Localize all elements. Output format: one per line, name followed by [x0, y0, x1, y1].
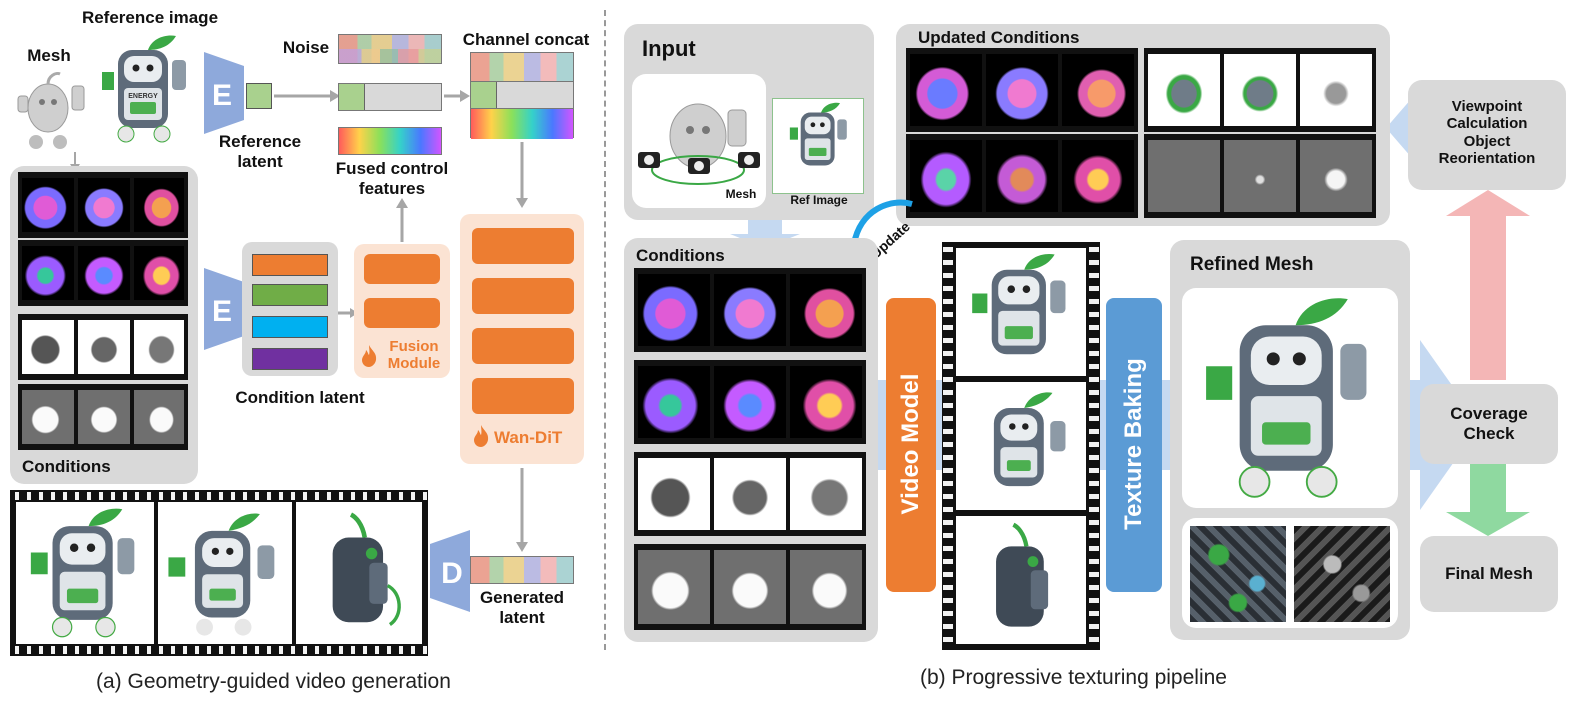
conditions-normal-strip — [18, 172, 188, 238]
refined-mesh-render — [1182, 288, 1398, 508]
condition-bar-green — [252, 284, 328, 306]
wan-dit-layer-4 — [472, 378, 574, 414]
reference-image-label: Reference image — [81, 8, 219, 27]
input-ref-image-label: Ref Image — [790, 193, 848, 207]
caption-left: (a) Geometry-guided video generation — [96, 670, 451, 693]
conditions-mask-strip — [18, 384, 188, 450]
right-conditions-shaded-strip — [634, 452, 866, 536]
channel-concat-label: Channel concat — [462, 30, 590, 49]
right-conditions-position-strip — [634, 360, 866, 444]
noise-block — [338, 34, 442, 64]
arrow-concat-down — [516, 142, 528, 208]
reference-latent-block — [246, 83, 272, 109]
viewpoint-label: Viewpoint Calculation Object Reorientati… — [1438, 98, 1536, 167]
conditions-shaded-strip — [18, 314, 188, 380]
decoder-letter: D — [441, 557, 463, 590]
latent-row — [338, 83, 442, 111]
video-model-label: Video Model — [897, 373, 924, 515]
updated-conditions-strip-2 — [906, 134, 1138, 218]
right-conditions-normal-strip — [634, 268, 866, 352]
mesh-thumbnail — [17, 72, 85, 149]
noise-label: Noise — [282, 38, 330, 57]
generated-video-strip — [10, 490, 428, 656]
fused-features-block — [338, 127, 442, 155]
texture-baking-block — [1106, 298, 1162, 592]
caption-right: (b) Progressive texturing pipeline — [920, 666, 1227, 689]
input-ref-image — [772, 98, 864, 194]
wan-dit-layer-2 — [472, 278, 574, 314]
generated-frames-strip — [942, 242, 1100, 650]
conditions-position-strip — [18, 240, 188, 306]
fusion-layer-1 — [364, 254, 440, 284]
arrow-coverage-to-final — [1446, 464, 1530, 536]
encoder-top-letter: E — [212, 79, 232, 112]
input-mesh-card — [632, 74, 766, 208]
fused-features-label: Fused control features — [335, 159, 449, 198]
condition-latent-label: Condition latent — [235, 388, 365, 407]
channel-concat-block — [470, 52, 574, 139]
final-mesh-box — [1420, 536, 1558, 612]
input-label: Input — [642, 36, 696, 61]
texture-baking-label: Texture Baking — [1120, 358, 1147, 530]
decoder: D — [430, 530, 470, 612]
metallic-texture-map — [1294, 526, 1390, 622]
arrow-dit-down — [516, 468, 528, 552]
mesh-label: Mesh — [27, 46, 71, 65]
final-mesh-label: Final Mesh — [1445, 564, 1533, 583]
conditions-right-label: Conditions — [636, 246, 725, 265]
updated-conditions-strip-4 — [1144, 134, 1376, 218]
fire-icon — [474, 425, 489, 447]
fusion-layer-2 — [364, 298, 440, 328]
reference-image: ENERGY — [90, 30, 200, 148]
coverage-check-box — [1420, 384, 1558, 464]
condition-bar-purple — [252, 348, 328, 370]
generated-latent-label: Generated latent — [479, 588, 565, 627]
video-model-block — [886, 298, 936, 592]
right-conditions-mask-strip — [634, 544, 866, 630]
viewpoint-box — [1408, 80, 1566, 190]
arrow-fusion-up — [396, 198, 408, 242]
generated-latent-block — [470, 556, 574, 584]
encoder-bottom: E — [204, 268, 244, 350]
arrow-coverage-to-viewpoint — [1446, 190, 1530, 380]
reference-latent-label: Reference latent — [218, 132, 302, 171]
input-mesh-label: Mesh — [725, 187, 757, 201]
updated-conditions-strip-3 — [1144, 48, 1376, 132]
albedo-texture-map — [1190, 526, 1286, 622]
updated-conditions-label: Updated Conditions — [918, 28, 1080, 47]
condition-bar-orange — [252, 254, 328, 276]
encoder-bottom-letter: E — [212, 295, 232, 328]
section-divider — [604, 10, 606, 650]
wan-dit-layer-1 — [472, 228, 574, 264]
refined-mesh-label: Refined Mesh — [1190, 254, 1314, 275]
fusion-module-label: Fusion Module — [387, 338, 441, 373]
condition-bar-cyan — [252, 316, 328, 338]
svg-text:ENERGY: ENERGY — [128, 93, 158, 100]
arrow-ref-to-latent — [274, 90, 340, 102]
encoder-top: E — [204, 52, 244, 134]
arrow-latent-to-concat — [444, 90, 470, 102]
arrow-viewpoint-to-updated — [1386, 98, 1412, 158]
updated-conditions-strip-1 — [906, 48, 1138, 132]
conditions-left-label: Conditions — [22, 457, 111, 476]
coverage-check-label: Coverage Check — [1450, 404, 1528, 443]
wan-dit-label: Wan-DiT — [494, 428, 563, 447]
wan-dit-layer-3 — [472, 328, 574, 364]
fusion-fire-icon — [362, 345, 377, 367]
